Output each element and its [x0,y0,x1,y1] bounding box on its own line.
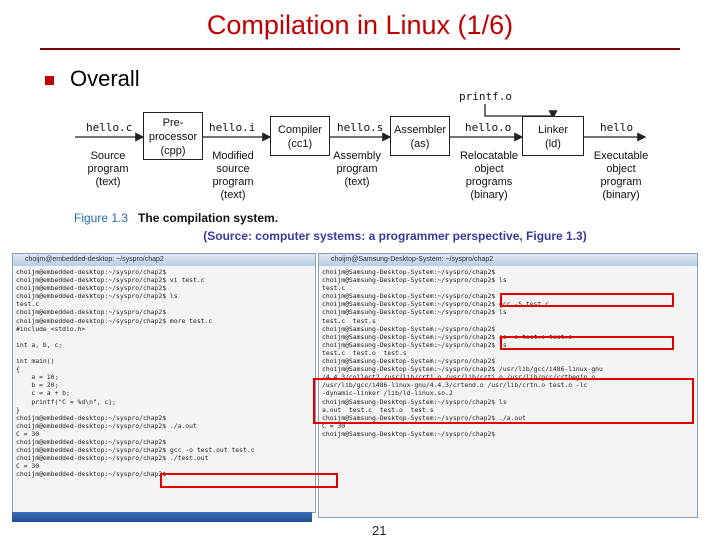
terminal-line: test.c test.o test.s [322,348,407,357]
desc-source: Source program (text) [87,150,129,188]
taskbar [12,512,312,522]
desc-executable: Executable object program (binary) [593,150,649,201]
terminal-line: choijm@embedded-desktop:~/syspro/chap2$ … [16,292,178,301]
title-divider [40,48,680,50]
terminal-line: { [16,365,20,374]
terminal-line: choijm@Samsung-Desktop-System:~/syspro/c… [322,324,496,333]
highlight-collect2 [313,378,694,424]
desc-assembly: Assembly program (text) [333,150,381,188]
terminal-line: choijm@Samsung-Desktop-System:~/syspro/c… [322,357,496,366]
terminal-line: choijm@embedded-desktop:~/syspro/chap2$ [16,437,167,446]
file-hello-o: hello.o [465,121,512,134]
preprocessor-box: Pre- processor (cpp) [143,112,203,160]
bullet-text: Overall [70,66,140,91]
bullet-icon [45,76,54,85]
terminal-line: choijm@Samsung-Desktop-System:~/syspro/c… [322,413,526,422]
terminal-line: int a, b, c; [16,340,63,349]
terminal-line: } [16,405,20,414]
file-hello: hello [600,121,634,134]
terminal-line: test.c [16,300,40,309]
terminal-line: choijm@embedded-desktop:~/syspro/chap2$ … [16,316,213,325]
terminal-line: test.c test.s [322,316,376,325]
left-terminal-title: choijm@embedded-desktop: ~/syspro/chap2 [25,256,164,263]
terminal-line: a = 10; [16,373,59,382]
highlight-gcc-S [500,293,674,307]
terminal-line: -dynamic-linker /lib/ld-linux.so.2 [322,389,453,398]
terminal-line: c = a + b; [16,389,70,398]
terminal-line: /4.4.3/collect2 /usr/lib/crt1.o /usr/lib… [322,373,596,382]
slide-title: Compilation in Linux (1/6) [206,10,514,40]
terminal-line: choijm@Samsung-Desktop-System:~/syspro/c… [322,292,496,301]
terminal-line: b = 20; [16,381,59,390]
highlight-as [500,336,674,350]
right-terminal-title: choijm@Samsung-Desktop-System: ~/syspro/… [331,256,494,263]
terminal-line: a.out test.c test.o test.s [322,405,434,414]
figure-number: Figure 1.3 [74,211,129,225]
file-hello-c: hello.c [86,121,133,134]
terminal-line: C = 30 [16,429,40,438]
terminal-line: choijm@embedded-desktop:~/syspro/chap2$ [16,268,167,276]
highlight-gcc-o-test [160,473,338,488]
figure-title: The compilation system. [138,211,279,225]
printf-object-file: printf.o [459,90,512,103]
terminal-line: choijm@embedded-desktop:~/syspro/chap2$ [16,308,167,317]
file-hello-i: hello.i [209,121,256,134]
right-terminal-titlebar[interactable]: choijm@Samsung-Desktop-System: ~/syspro/… [319,254,697,266]
terminal-line: C = 30 [16,462,40,471]
right-terminal-output[interactable]: choijm@Samsung-Desktop-System:~/syspro/c… [319,266,697,440]
figure-caption: Figure 1.3 The compilation system. [74,211,278,225]
terminal-line: printf("C = %d\n", c); [16,397,117,406]
assembler-box: Assembler (as) [390,116,450,156]
terminal-line: choijm@Samsung-Desktop-System:~/syspro/c… [322,300,550,309]
linker-box: Linker (ld) [522,116,584,156]
terminal-line: choijm@embedded-desktop:~/syspro/chap2$ [16,284,167,293]
terminal-line: #include <stdio.h> [16,324,86,333]
terminal-line: choijm@Samsung-Desktop-System:~/syspro/c… [322,365,603,374]
terminal-line: choijm@Samsung-Desktop-System:~/syspro/c… [322,276,507,285]
terminal-line: C = 30 [322,421,346,430]
terminal-line: choijm@embedded-desktop:~/syspro/chap2$ [16,413,167,422]
compiler-box: Compiler (cc1) [270,116,330,156]
terminal-line [16,349,312,357]
desc-modified-source: Modified source program (text) [212,150,254,201]
desc-relocatable: Relocatable object programs (binary) [459,150,519,201]
left-terminal-window: choijm@embedded-desktop: ~/syspro/chap2 … [12,253,316,513]
terminal-line: int main() [16,357,55,366]
terminal-line: choijm@embedded-desktop:~/syspro/chap2$ … [16,421,197,430]
terminal-line [16,333,312,341]
terminal-line: choijm@embedded-desktop:~/syspro/chap2$ [16,470,167,479]
terminal-line: choijm@embedded-desktop:~/syspro/chap2$ … [16,276,205,285]
terminal-line: choijm@Samsung-Desktop-System:~/syspro/c… [322,340,507,349]
file-hello-s: hello.s [337,121,384,134]
terminal-line: choijm@Samsung-Desktop-System:~/syspro/c… [322,397,507,406]
page-number: 21 [372,523,387,538]
terminal-line: /usr/lib/gcc/i486-linux-gnu/4.4.3/crtend… [322,381,588,390]
left-terminal-titlebar[interactable]: choijm@embedded-desktop: ~/syspro/chap2 [13,254,315,266]
compilation-diagram: printf.o hello.c hello.i hello.s hello.o… [0,0,720,230]
terminal-line: test.c [322,284,346,293]
terminal-line: choijm@Samsung-Desktop-System:~/syspro/c… [322,308,507,317]
terminal-line: choijm@Samsung-Desktop-System:~/syspro/c… [322,268,496,276]
terminal-line: choijm@Samsung-Desktop-System:~/syspro/c… [322,429,496,438]
left-terminal-output[interactable]: choijm@embedded-desktop:~/syspro/chap2$c… [13,266,315,480]
source-note: (Source: computer systems: a programmer … [203,229,587,243]
terminal-line: choijm@embedded-desktop:~/syspro/chap2$ … [16,446,255,455]
right-terminal-window: choijm@Samsung-Desktop-System: ~/syspro/… [318,253,698,518]
terminal-line: choijm@embedded-desktop:~/syspro/chap2$ … [16,454,209,463]
